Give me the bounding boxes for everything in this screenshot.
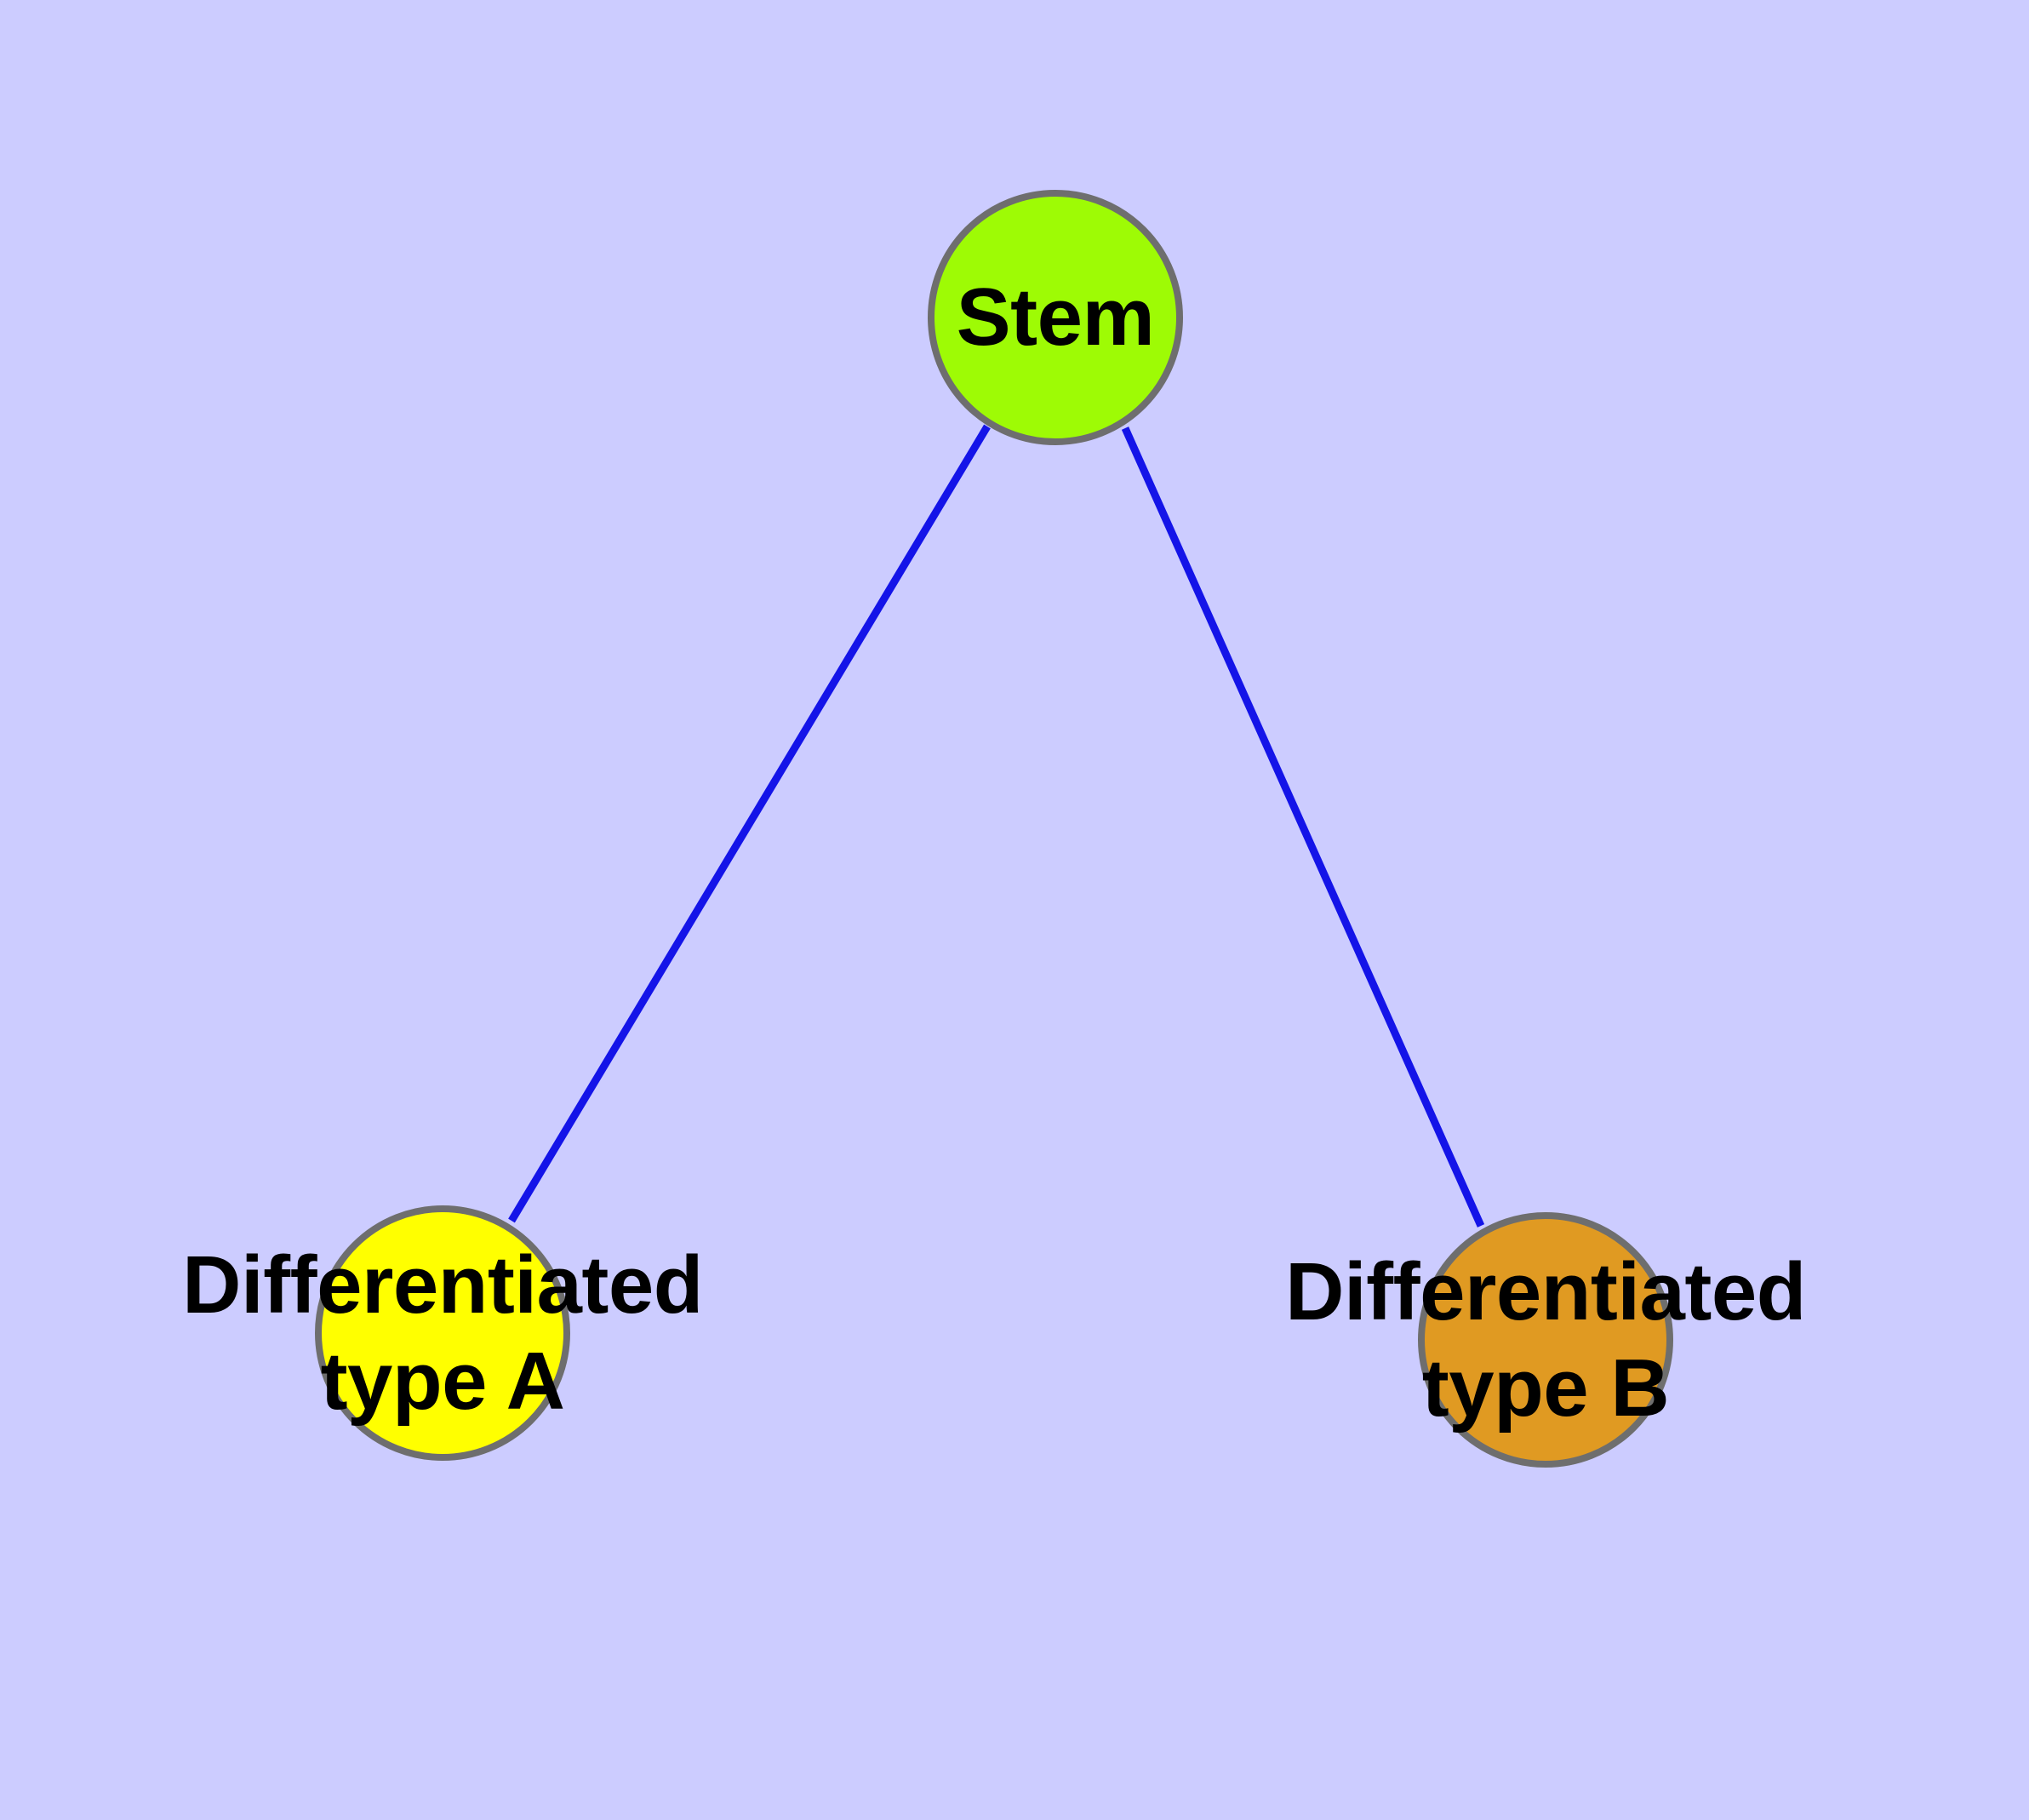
node-label-differentiated-type-a: Differentiated type A (182, 1239, 703, 1427)
edge-stem-to-differentiated-type-b (1121, 426, 1485, 1228)
node-differentiated-type-b[interactable] (1418, 1212, 1673, 1468)
edge-stem-to-differentiated-type-a (508, 424, 991, 1223)
node-differentiated-type-a[interactable] (315, 1205, 570, 1461)
node-label-differentiated-type-b: Differentiated type B (1285, 1245, 1806, 1434)
node-stem[interactable] (928, 190, 1183, 445)
node-label-stem: Stem (956, 272, 1155, 363)
